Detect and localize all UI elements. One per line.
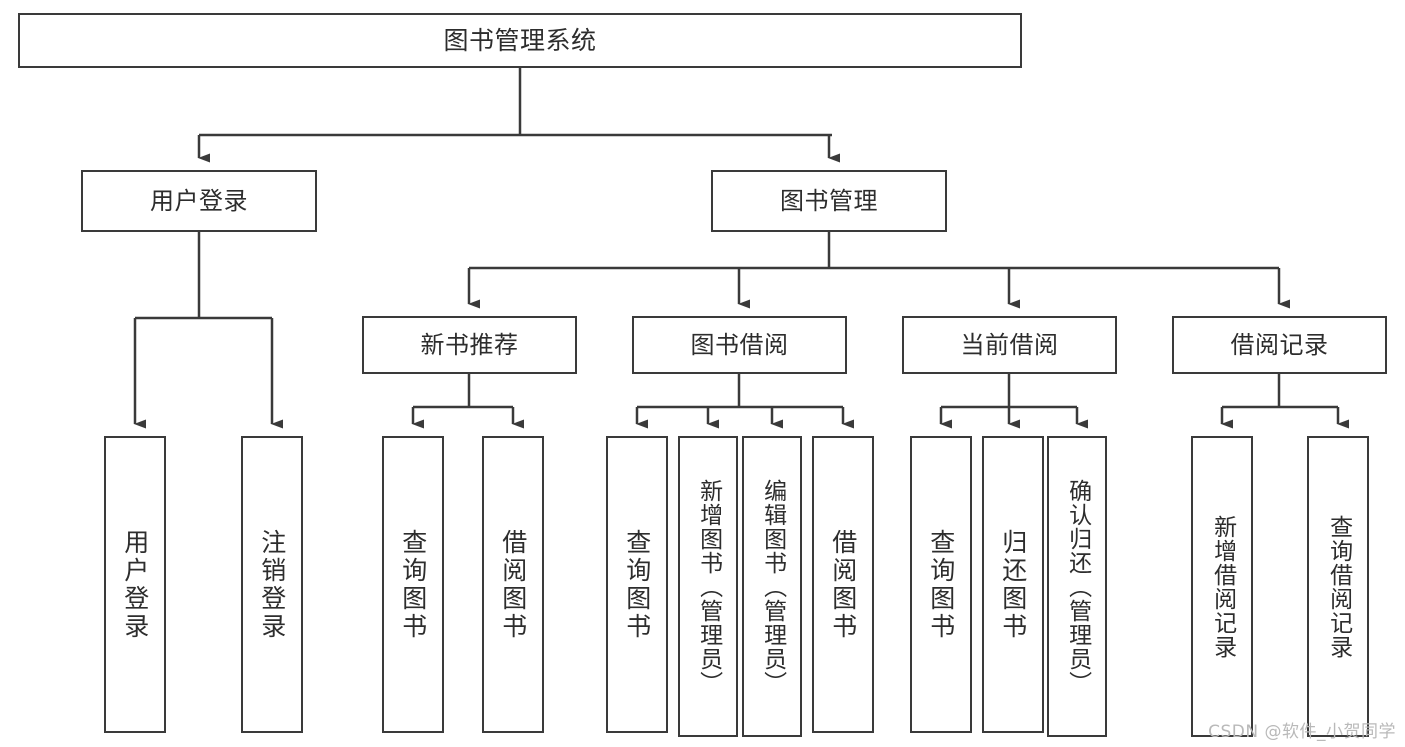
node-label: 用户登录 (120, 528, 150, 641)
leaf-borrow-query-book[interactable]: 查询图书 (606, 436, 668, 733)
node-label: 归还图书 (998, 528, 1028, 641)
node-label: 查询图书 (622, 528, 652, 641)
node-user-login[interactable]: 用户登录 (81, 170, 317, 232)
node-label: 借阅图书 (498, 528, 528, 641)
leaf-recommend-query-book[interactable]: 查询图书 (382, 436, 444, 733)
leaf-user-login-login[interactable]: 用户登录 (104, 436, 166, 733)
node-label: 图书管理系统 (443, 25, 597, 55)
node-new-book-recommend[interactable]: 新书推荐 (362, 316, 577, 374)
node-label: 新增图书（管理员） (695, 478, 722, 695)
node-label: 新书推荐 (420, 330, 519, 359)
node-label: 图书借阅 (690, 330, 789, 359)
leaf-record-add-record[interactable]: 新增借阅记录 (1191, 436, 1253, 737)
leaf-user-login-logout[interactable]: 注销登录 (241, 436, 303, 733)
node-label: 当前借阅 (960, 330, 1059, 359)
watermark: CSDN @软件_小贺同学 (1208, 722, 1396, 742)
node-label: 借阅图书 (828, 528, 858, 641)
leaf-current-return-book[interactable]: 归还图书 (982, 436, 1044, 733)
node-label: 用户登录 (150, 186, 248, 215)
node-current-borrow[interactable]: 当前借阅 (902, 316, 1117, 374)
node-label: 查询借阅记录 (1325, 514, 1352, 659)
leaf-borrow-borrow-book[interactable]: 借阅图书 (812, 436, 874, 733)
node-label: 新增借阅记录 (1209, 514, 1236, 659)
leaf-recommend-borrow-book[interactable]: 借阅图书 (482, 436, 544, 733)
node-label: 查询图书 (398, 528, 428, 641)
node-label: 编辑图书（管理员） (759, 478, 786, 695)
node-label: 注销登录 (257, 528, 287, 641)
node-book-management[interactable]: 图书管理 (711, 170, 947, 232)
node-label: 查询图书 (926, 528, 956, 641)
node-borrow-record[interactable]: 借阅记录 (1172, 316, 1387, 374)
leaf-current-confirm-return-admin[interactable]: 确认归还（管理员） (1047, 436, 1107, 737)
node-label: 图书管理 (780, 186, 878, 215)
node-label: 借阅记录 (1230, 330, 1329, 359)
node-label: 确认归还（管理员） (1064, 478, 1091, 695)
leaf-record-query-record[interactable]: 查询借阅记录 (1307, 436, 1369, 737)
node-root-system[interactable]: 图书管理系统 (18, 13, 1022, 68)
leaf-borrow-edit-book-admin[interactable]: 编辑图书（管理员） (742, 436, 802, 737)
leaf-borrow-add-book-admin[interactable]: 新增图书（管理员） (678, 436, 738, 737)
leaf-current-query-book[interactable]: 查询图书 (910, 436, 972, 733)
node-book-borrow[interactable]: 图书借阅 (632, 316, 847, 374)
